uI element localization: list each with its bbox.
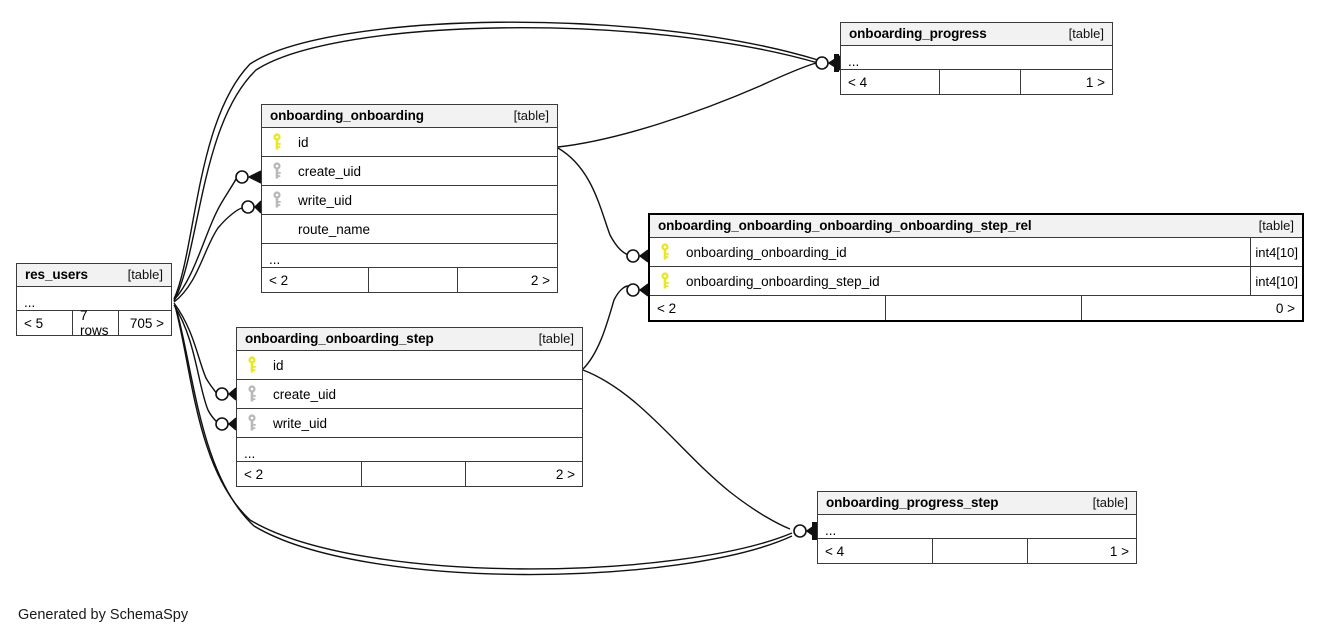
primary-key-icon bbox=[262, 133, 292, 151]
column-row[interactable]: create_uid bbox=[237, 380, 582, 409]
table-name: onboarding_onboarding_onboarding_onboard… bbox=[658, 218, 1032, 233]
footer-parents: < 2 bbox=[657, 300, 677, 316]
column-row[interactable]: id bbox=[262, 128, 557, 157]
edge-res-users-onb-create-uid bbox=[173, 178, 237, 301]
table-type-tag: [table] bbox=[513, 108, 549, 123]
table-header: onboarding_onboarding_step [table] bbox=[237, 328, 582, 351]
table-footer: < 2 0 > bbox=[650, 296, 1302, 320]
table-footer: < 2 2 > bbox=[237, 462, 582, 486]
more-columns-row: ... bbox=[237, 438, 582, 462]
more-columns-row: ... bbox=[17, 287, 171, 311]
footer-parents: < 2 bbox=[269, 272, 289, 288]
table-onboarding_progress_step[interactable]: onboarding_progress_step [table]... < 4 1 > bbox=[817, 491, 1137, 564]
table-header: onboarding_onboarding_onboarding_onboard… bbox=[650, 215, 1302, 238]
column-name: route_name bbox=[298, 221, 371, 237]
column-row[interactable]: onboarding_onboarding_step_id int4[10] bbox=[650, 267, 1302, 296]
footer-rowcount bbox=[368, 268, 457, 292]
foreign-key-icon bbox=[262, 162, 292, 180]
column-name: write_uid bbox=[298, 192, 353, 208]
foreign-key-icon bbox=[237, 414, 267, 432]
footer-children: 705 > bbox=[118, 311, 171, 335]
table-header: onboarding_progress [table] bbox=[841, 23, 1112, 46]
schemaspy-credit: Generated by SchemaSpy bbox=[18, 607, 189, 623]
table-onboarding_progress[interactable]: onboarding_progress [table]... < 4 1 > bbox=[840, 22, 1113, 95]
column-name: id bbox=[298, 134, 309, 150]
foreign-key-icon bbox=[237, 385, 267, 403]
column-row[interactable]: route_name bbox=[262, 215, 557, 244]
more-columns-row: ... bbox=[262, 244, 557, 268]
footer-parents: < 5 bbox=[24, 315, 44, 331]
footer-rowcount bbox=[939, 70, 1020, 94]
column-row[interactable]: write_uid bbox=[262, 186, 557, 215]
table-name: res_users bbox=[25, 267, 88, 282]
table-name: onboarding_onboarding bbox=[270, 108, 424, 123]
footer-children: 2 > bbox=[457, 268, 557, 292]
column-name: create_uid bbox=[273, 386, 337, 402]
edge-step-to-rel-step-id bbox=[582, 285, 629, 370]
table-name: onboarding_progress_step bbox=[826, 495, 999, 510]
column-row[interactable]: onboarding_onboarding_id int4[10] bbox=[650, 238, 1302, 267]
footer-rowcount bbox=[361, 462, 465, 486]
column-row[interactable]: write_uid bbox=[237, 409, 582, 438]
table-header: onboarding_progress_step [table] bbox=[818, 492, 1136, 515]
column-type: int4[10] bbox=[1250, 238, 1302, 266]
footer-children: 1 > bbox=[1020, 70, 1112, 94]
footer-rowcount bbox=[932, 539, 1027, 563]
column-name: onboarding_onboarding_id bbox=[686, 244, 847, 260]
footer-parents: < 4 bbox=[848, 74, 868, 90]
table-name: onboarding_progress bbox=[849, 26, 987, 41]
table-footer: < 4 1 > bbox=[841, 70, 1112, 94]
footer-parents: < 2 bbox=[244, 466, 264, 482]
table-onboarding_onboarding[interactable]: onboarding_onboarding [table] id create_uid… bbox=[261, 104, 558, 293]
footer-rowcount: 7 rows bbox=[72, 308, 118, 338]
table-type-tag: [table] bbox=[1068, 26, 1104, 41]
footer-children: 0 > bbox=[1081, 296, 1302, 320]
column-name: onboarding_onboarding_step_id bbox=[686, 273, 880, 289]
table-type-tag: [table] bbox=[1092, 495, 1128, 510]
table-rel[interactable]: onboarding_onboarding_onboarding_onboard… bbox=[648, 213, 1304, 322]
primary-key-icon bbox=[650, 272, 680, 290]
footer-children: 1 > bbox=[1027, 539, 1136, 563]
more-columns-row: ... bbox=[818, 515, 1136, 539]
table-header: onboarding_onboarding [table] bbox=[262, 105, 557, 128]
edge-onb-to-onboarding-progress bbox=[557, 62, 817, 148]
table-footer: < 4 1 > bbox=[818, 539, 1136, 563]
primary-key-icon bbox=[237, 356, 267, 374]
column-row[interactable]: create_uid bbox=[262, 157, 557, 186]
footer-children: 2 > bbox=[465, 462, 582, 486]
edge-res-users-step-create-uid bbox=[173, 302, 218, 395]
edge-res-users-step-write-uid bbox=[173, 304, 219, 424]
column-name: id bbox=[273, 357, 284, 373]
primary-key-icon bbox=[650, 243, 680, 261]
column-name: write_uid bbox=[273, 415, 328, 431]
footer-parents: < 4 bbox=[825, 543, 845, 559]
table-header: res_users [table] bbox=[17, 264, 171, 287]
table-name: onboarding_onboarding_step bbox=[245, 331, 434, 346]
column-type: int4[10] bbox=[1250, 267, 1302, 295]
footer-rowcount bbox=[885, 296, 1081, 320]
more-columns-row: ... bbox=[841, 46, 1112, 70]
table-onboarding_onboarding_step[interactable]: onboarding_onboarding_step [table] id creat… bbox=[236, 327, 583, 487]
table-type-tag: [table] bbox=[538, 331, 574, 346]
edge-res-users-onb-write-uid bbox=[173, 207, 243, 303]
table-type-tag: [table] bbox=[1258, 218, 1294, 233]
column-name: create_uid bbox=[298, 163, 362, 179]
edge-step-to-onboarding-progress-step bbox=[582, 369, 791, 530]
column-row[interactable]: id bbox=[237, 351, 582, 380]
table-type-tag: [table] bbox=[127, 267, 163, 282]
foreign-key-icon bbox=[262, 191, 292, 209]
edge-onb-to-rel-onb-id bbox=[557, 147, 629, 256]
table-footer: < 2 2 > bbox=[262, 268, 557, 292]
